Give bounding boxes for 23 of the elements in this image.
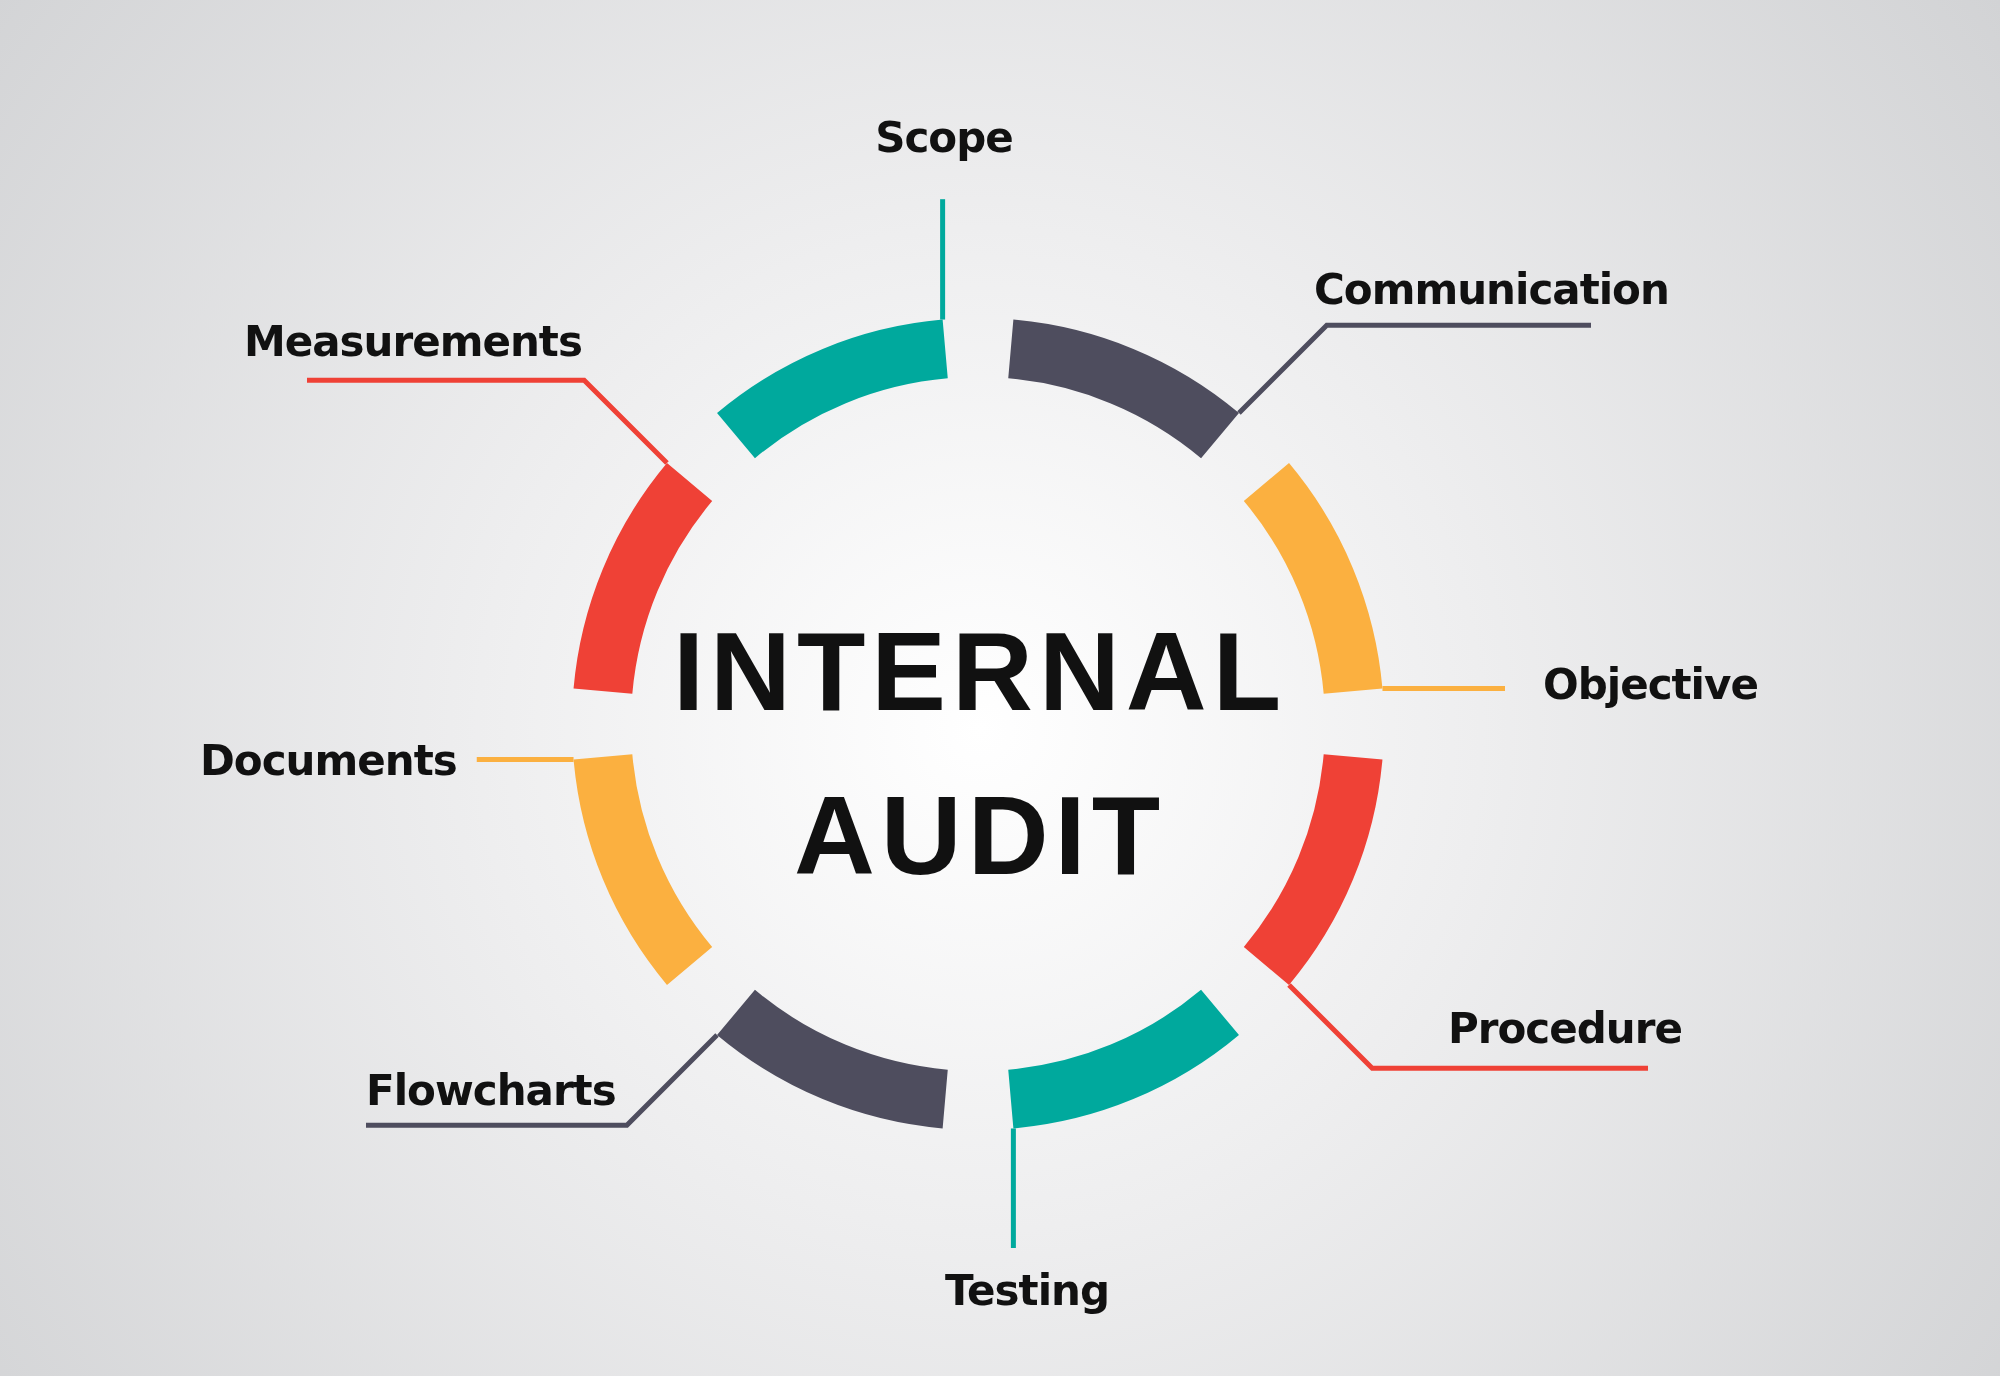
ring-segment [573, 754, 713, 985]
leader-line [1287, 983, 1648, 1071]
segment-label: Flowcharts [366, 1068, 616, 1115]
segment-label: Scope [875, 115, 1013, 162]
ring-segment [717, 989, 948, 1129]
leader-line [1237, 322, 1591, 415]
leader-line [476, 756, 574, 762]
leader-line [307, 377, 669, 465]
segment-label: Objective [1543, 662, 1758, 709]
ring-segment [1008, 989, 1239, 1129]
ring-segment [1243, 754, 1383, 985]
segment-label: Measurements [244, 319, 582, 366]
segment-label: Testing [945, 1268, 1109, 1315]
leader-line [940, 199, 946, 320]
leader-line [1382, 686, 1505, 692]
segment-label: Communication [1314, 267, 1669, 314]
segment-label: Documents [200, 738, 457, 785]
leader-line [1010, 1128, 1016, 1248]
ring-segment [717, 319, 948, 459]
center-title: INTERNAL AUDIT [671, 608, 1289, 900]
leader-line [366, 1033, 719, 1128]
ring-segment [1008, 319, 1239, 459]
segment-label: Procedure [1448, 1006, 1682, 1053]
